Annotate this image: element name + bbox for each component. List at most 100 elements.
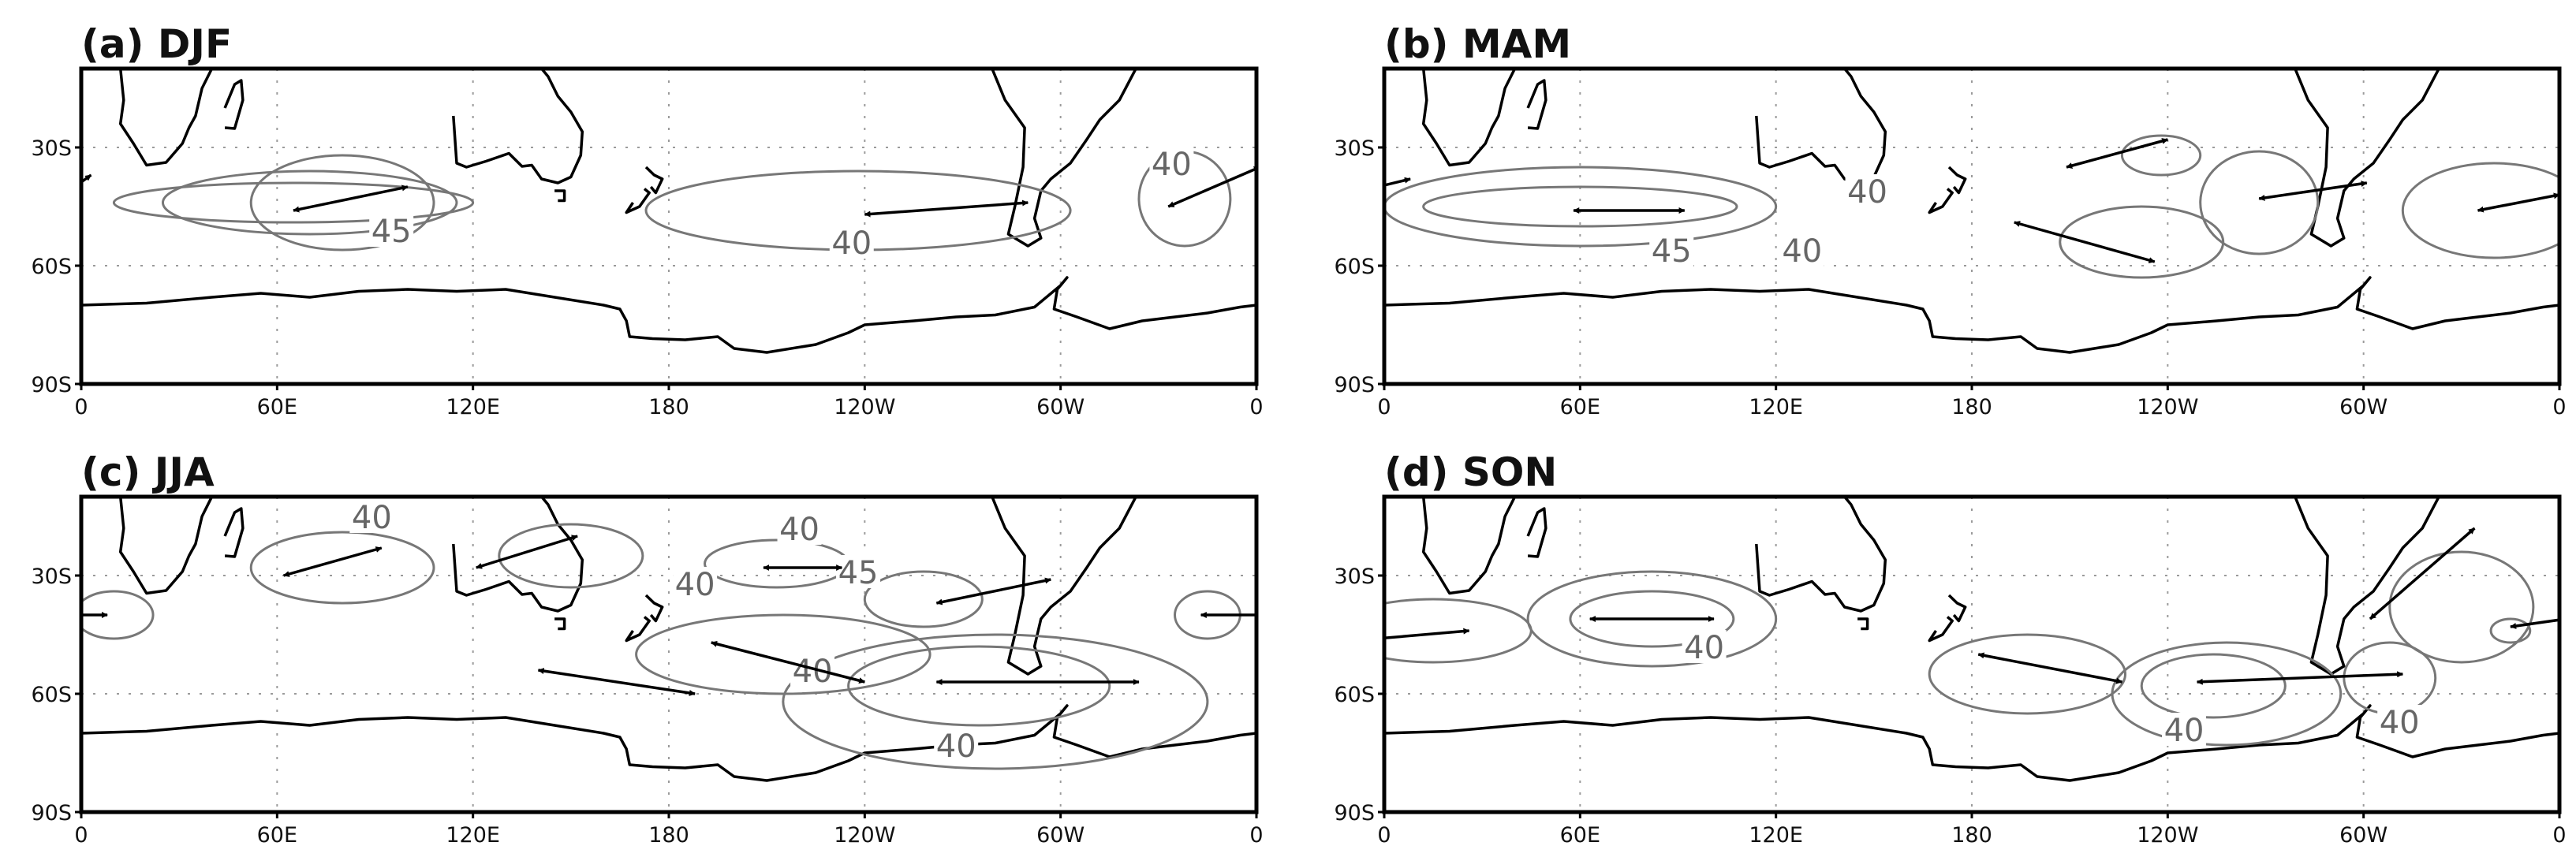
contour-line — [847, 645, 1111, 727]
x-tick-label: 120E — [446, 395, 500, 419]
australia-coastline — [452, 69, 584, 184]
contour-line — [2199, 150, 2320, 255]
wave-ray-arrow — [935, 577, 1052, 605]
contour-label: 40 — [1684, 630, 1724, 666]
contour-line — [1928, 633, 2127, 715]
africa-coastline — [1421, 69, 1517, 167]
contour-label: 45 — [838, 555, 879, 591]
antarctica-coastline — [1384, 276, 2559, 354]
wave-ray-arrow — [1977, 652, 2123, 684]
x-tick-label: 60E — [1560, 823, 1600, 848]
contour-label-backdrop — [777, 512, 822, 545]
panel-title: (c) JJA — [81, 449, 215, 495]
contour-label: 40 — [1152, 147, 1192, 183]
x-tick-label: 120E — [1749, 395, 1803, 419]
y-tick-label: 30S — [1335, 136, 1376, 161]
y-tick-label: 90S — [32, 373, 73, 397]
x-tick-label: 60E — [257, 823, 297, 848]
south-america-coastline — [2294, 69, 2441, 248]
contour-line — [81, 590, 155, 640]
wave-ray-arrow — [2014, 221, 2156, 263]
contour-line — [863, 570, 984, 628]
tasmania-coastline — [1857, 617, 1869, 631]
contour-label: 45 — [371, 214, 412, 250]
contour-line — [1422, 185, 1738, 228]
wave-ray-arrow — [2510, 617, 2559, 629]
wave-ray-arrow — [1167, 166, 1256, 208]
madagascar-coastline — [223, 79, 245, 130]
y-tick-label: 90S — [1335, 801, 1376, 825]
x-tick-label: 120W — [2137, 823, 2198, 848]
africa-coastline — [118, 69, 214, 167]
antarctica-coastline — [81, 704, 1256, 782]
contour-label-backdrop — [349, 500, 394, 533]
x-tick-label: 120W — [834, 823, 895, 848]
contour-line — [782, 633, 1209, 770]
contour-line — [704, 538, 850, 589]
contour-label-backdrop — [2162, 713, 2207, 746]
africa-coastline — [118, 497, 214, 595]
contour-label: 40 — [675, 567, 715, 603]
new-zealand-south-coastline — [1928, 188, 1954, 214]
wave-ray-arrow — [293, 184, 409, 213]
x-tick-label: 180 — [648, 395, 689, 419]
madagascar-coastline — [223, 507, 245, 558]
contour-line — [1569, 590, 1735, 648]
x-tick-label: 120W — [2137, 395, 2198, 419]
africa-coastline — [1421, 497, 1517, 595]
contour-label-backdrop — [673, 567, 718, 600]
contour-label-backdrop — [1779, 233, 1824, 266]
x-tick-label: 0 — [2552, 395, 2566, 419]
new-zealand-south-coastline — [625, 616, 651, 643]
new-zealand-south-coastline — [1928, 616, 1954, 643]
contour-label: 40 — [352, 500, 392, 536]
contour-line — [1384, 598, 1533, 664]
contour-label-backdrop — [836, 555, 881, 588]
new-zealand-north-coastline — [644, 166, 664, 195]
y-tick-label: 60S — [32, 255, 73, 279]
contour-line — [249, 531, 435, 605]
antarctica-coastline — [81, 276, 1256, 354]
wave-ray-arrow — [476, 535, 578, 569]
y-tick-label: 30S — [32, 565, 73, 589]
south-america-coastline — [2294, 497, 2441, 676]
contour-line — [2111, 641, 2343, 747]
new-zealand-south-coastline — [625, 188, 651, 214]
y-tick-label: 90S — [1335, 373, 1376, 397]
wave-ray-arrow — [537, 668, 696, 696]
contour-label: 40 — [936, 728, 976, 765]
contour-line — [2489, 617, 2532, 644]
wave-ray-arrow — [2066, 138, 2169, 169]
x-tick-label: 60W — [1036, 823, 1085, 848]
wave-ray-arrow — [2196, 671, 2404, 685]
y-tick-label: 90S — [32, 801, 73, 825]
contour-line — [161, 170, 458, 236]
contour-line — [1384, 166, 1778, 248]
x-tick-label: 180 — [1951, 823, 1992, 848]
wave-ray-arrow — [1384, 177, 1411, 189]
x-tick-label: 0 — [74, 823, 88, 848]
contour-label-backdrop — [934, 728, 979, 762]
contour-label: 45 — [1652, 233, 1692, 270]
contour-label-backdrop — [2377, 705, 2422, 738]
contour-label: 40 — [779, 512, 819, 548]
x-tick-label: 120W — [834, 395, 895, 419]
contour-line — [1526, 570, 1778, 668]
y-tick-label: 60S — [1335, 255, 1376, 279]
contour-line — [635, 613, 931, 695]
x-tick-label: 60W — [2339, 395, 2387, 419]
x-tick-label: 60W — [2339, 823, 2387, 848]
new-zealand-north-coastline — [1947, 594, 1967, 623]
new-zealand-north-coastline — [644, 594, 664, 623]
contour-label-backdrop — [1682, 630, 1727, 663]
x-tick-label: 180 — [648, 823, 689, 848]
antarctica-coastline — [1384, 704, 2559, 782]
